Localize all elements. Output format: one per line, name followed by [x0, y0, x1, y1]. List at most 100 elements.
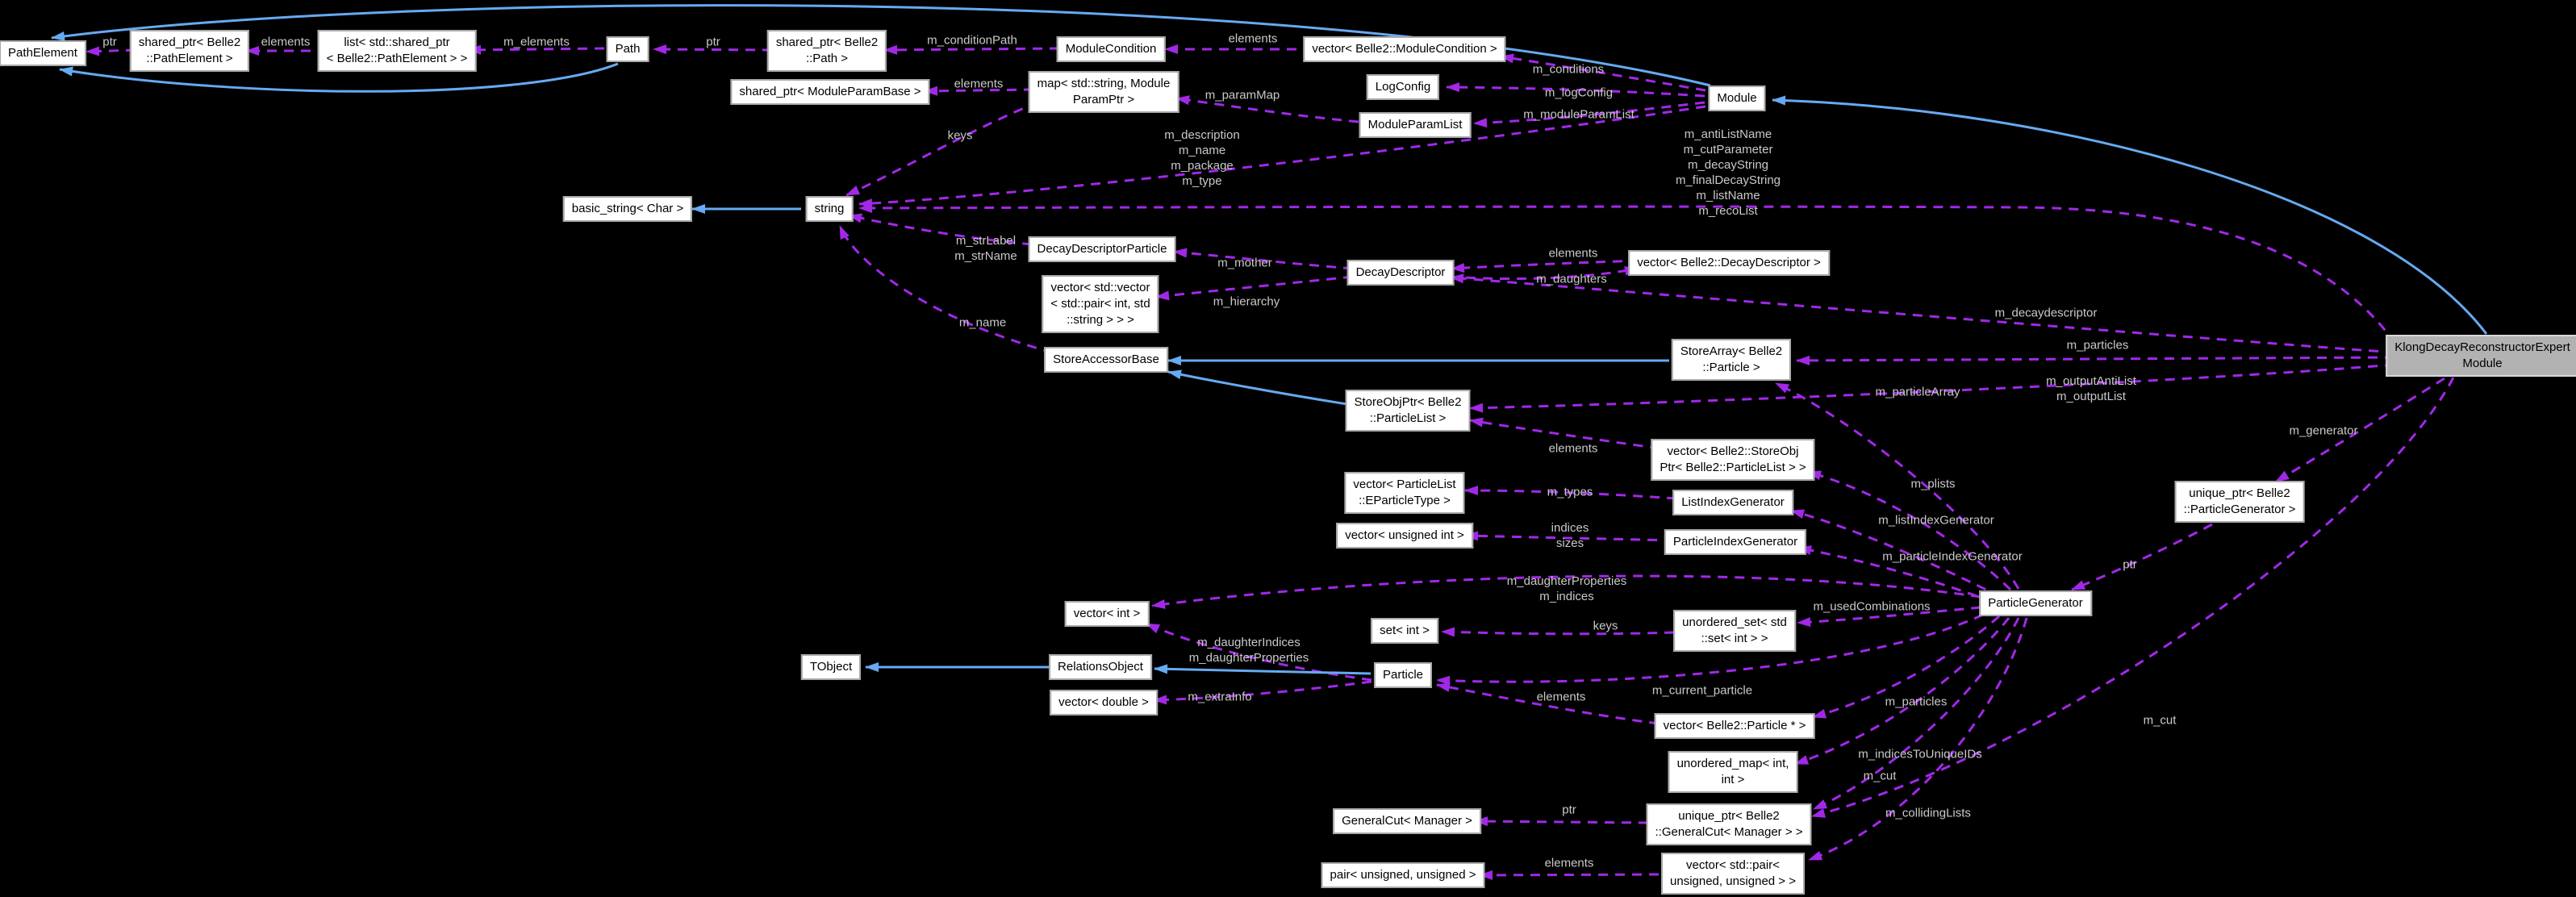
edge-label: m_plists: [1910, 477, 1956, 491]
edge-label: m_name: [958, 315, 1007, 330]
class-node-vector-int[interactable]: vector< int >: [1064, 601, 1150, 627]
edge-label: m_particleArray: [1875, 385, 1960, 399]
edge-label: elements: [1544, 856, 1594, 870]
class-node-relations-object[interactable]: RelationsObject: [1049, 654, 1152, 680]
class-node-klong-decay-reconstructor-expert-module[interactable]: KlongDecayReconstructorExpert Module: [2386, 335, 2576, 377]
class-node-vector-decay-descriptor[interactable]: vector< Belle2::DecayDescriptor >: [1628, 250, 1830, 276]
edge-label: m_generator: [2289, 423, 2358, 438]
member-edge: [1469, 417, 1660, 450]
class-node-log-config[interactable]: LogConfig: [1366, 74, 1440, 100]
class-node-particle-index-generator[interactable]: ParticleIndexGenerator: [1664, 529, 1807, 555]
edge-label: m_conditions: [1532, 62, 1605, 77]
member-edge: [1153, 680, 1372, 705]
class-node-decay-descriptor-particle[interactable]: DecayDescriptorParticle: [1028, 236, 1176, 262]
class-node-module-condition[interactable]: ModuleCondition: [1056, 36, 1166, 62]
class-node-path[interactable]: Path: [606, 36, 649, 62]
class-node-general-cut-manager[interactable]: GeneralCut< Manager >: [1333, 808, 1481, 834]
class-node-particle[interactable]: Particle: [1373, 662, 1433, 688]
edge-label: ptr: [2123, 557, 2137, 572]
class-node-vector-particle-ptr[interactable]: vector< Belle2::Particle * >: [1654, 713, 1815, 739]
class-node-particle-generator[interactable]: ParticleGenerator: [1979, 590, 2092, 616]
edge-label: elements: [261, 35, 311, 49]
edge-label: m_extraInfo: [1188, 690, 1252, 704]
member-edge: [1811, 377, 2455, 818]
member-edge: [1473, 101, 1706, 128]
edge-label: m_daughterIndices m_daughterProperties: [1188, 636, 1309, 665]
edge-label: elements: [1548, 246, 1598, 261]
class-node-pair-unsigned-unsigned[interactable]: pair< unsigned, unsigned >: [1321, 862, 1485, 888]
edge-label: m_cut: [1863, 769, 1897, 783]
class-node-unordered-set-set-int[interactable]: unordered_set< std ::set< int > >: [1673, 610, 1796, 652]
class-node-basic-string-char[interactable]: basic_string< Char >: [562, 196, 693, 222]
edge-label: m_conditionPath: [927, 33, 1017, 48]
class-node-shared-ptr-path[interactable]: shared_ptr< Belle2 ::Path >: [766, 30, 887, 72]
member-edge: [1474, 816, 1649, 827]
class-node-vector-unsigned-int[interactable]: vector< unsigned int >: [1336, 523, 1473, 549]
class-node-vector-store-obj-ptr[interactable]: vector< Belle2::StoreObj Ptr< Belle2::Pa…: [1651, 439, 1815, 481]
edge-label: m_paramMap: [1204, 88, 1280, 102]
edge-label: m_types: [1547, 485, 1593, 499]
edge-label: ptr: [1562, 803, 1576, 817]
member-edge: [2275, 377, 2445, 483]
class-node-unique-ptr-general-cut[interactable]: unique_ptr< Belle2 ::GeneralCut< Manager…: [1646, 803, 1812, 845]
member-edge: [1441, 627, 1675, 637]
class-node-vector-double[interactable]: vector< double >: [1050, 690, 1158, 716]
class-node-list-shared-ptr-path-element[interactable]: list< std::shared_ptr < Belle2::PathElem…: [317, 30, 477, 72]
edge-label: m_usedCombinations: [1813, 599, 1931, 614]
member-edge: [1451, 259, 1640, 273]
class-node-unordered-map-int-int[interactable]: unordered_map< int, int >: [1668, 751, 1798, 793]
class-node-module-param-list[interactable]: ModuleParamList: [1359, 112, 1472, 138]
member-edge: [924, 86, 1034, 96]
member-edge: [845, 101, 1039, 197]
member-edge: [1173, 248, 1354, 270]
edge-label: indices sizes: [1551, 521, 1589, 550]
edge-label: m_daughters: [1536, 272, 1607, 286]
edge-label: m_description m_name m_package m_type: [1164, 128, 1240, 188]
edge-label: elements: [1536, 690, 1586, 704]
member-edge: [1175, 95, 1359, 123]
edge-label: elements: [1228, 31, 1278, 46]
class-node-store-obj-ptr-particle-list[interactable]: StoreObjPtr< Belle2 ::ParticleList >: [1345, 390, 1471, 432]
class-node-store-accessor-base[interactable]: StoreAccessorBase: [1044, 347, 1168, 373]
class-node-vector-eparticletype[interactable]: vector< ParticleList ::EParticleType >: [1344, 472, 1465, 514]
class-node-path-element[interactable]: PathElement: [0, 40, 86, 66]
edge-label: m_particles: [1885, 695, 1948, 709]
member-edge: [1469, 363, 2395, 413]
edge-label: m_outputAntiList m_outputList: [2046, 374, 2136, 403]
member-edge: [1808, 617, 2028, 862]
class-node-set-int[interactable]: set< int >: [1371, 618, 1438, 644]
member-edge: [1436, 682, 1660, 725]
member-edge: [1151, 574, 1981, 609]
class-node-store-array-particle[interactable]: StoreArray< Belle2 ::Particle >: [1671, 339, 1792, 381]
edge-label: m_particles: [2066, 338, 2129, 353]
edge-label: m_strLabel m_strName: [954, 234, 1017, 263]
member-edge: [1807, 470, 2012, 591]
class-node-list-index-generator[interactable]: ListIndexGenerator: [1672, 490, 1793, 515]
edge-label: keys: [947, 128, 973, 143]
class-node-tobject[interactable]: TObject: [800, 654, 862, 680]
edge-label: m_decaydescriptor: [1994, 306, 2098, 320]
member-edge: [2071, 523, 2213, 591]
member-edge: [858, 202, 2397, 344]
edge-label: m_moduleParamList: [1523, 107, 1635, 122]
class-node-map-module-param-ptr[interactable]: map< std::string, Module ParamPtr >: [1028, 71, 1179, 113]
class-node-decay-descriptor[interactable]: DecayDescriptor: [1346, 260, 1455, 286]
edge-label: m_daughterProperties m_indices: [1506, 574, 1627, 603]
member-edge: [1812, 615, 2000, 719]
member-edge: [467, 44, 605, 55]
edge-label: m_logConfig: [1544, 86, 1614, 100]
class-node-shared-ptr-path-element[interactable]: shared_ptr< Belle2 ::PathElement >: [129, 30, 250, 72]
class-node-module[interactable]: Module: [1708, 86, 1766, 111]
edge-label: ptr: [706, 35, 720, 49]
class-node-vector-pair-unsigned[interactable]: vector< std::pair< unsigned, unsigned > …: [1661, 853, 1805, 895]
class-node-vector-pair-int-string[interactable]: vector< std::vector < std::pair< int, st…: [1042, 275, 1159, 333]
member-edge: [858, 105, 1706, 209]
member-edge: [1464, 531, 1675, 542]
edge-label: m_particleIndexGenerator: [1882, 549, 2023, 564]
member-edge: [1448, 265, 1639, 281]
class-node-unique-ptr-particle-generator[interactable]: unique_ptr< Belle2 ::ParticleGenerator >: [2174, 481, 2305, 523]
class-node-vector-module-condition[interactable]: vector< Belle2::ModuleCondition >: [1303, 36, 1506, 62]
class-node-shared-ptr-module-param-base[interactable]: shared_ptr< ModuleParamBase >: [730, 79, 930, 105]
class-node-string[interactable]: string: [805, 196, 854, 222]
